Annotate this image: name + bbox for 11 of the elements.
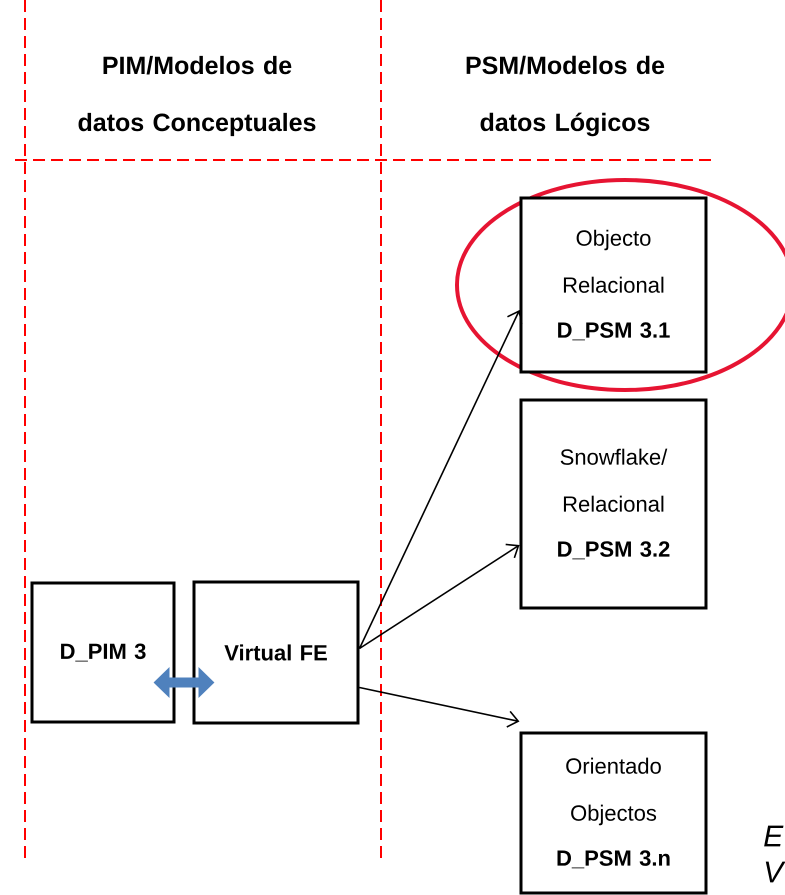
column-heading: PSM/Modelos de datos Lógicos [466,56,664,136]
cut-off-text: E [764,826,784,846]
arrow [359,544,520,650]
process-box: Objecto Relacional D_PSM 3.1 [520,196,708,374]
process-box: Orientado Objectos D_PSM 3.n [520,732,708,894]
process-box: Virtual FE [192,580,360,724]
arrow [359,686,520,728]
process-box: Snowflake/ Relacional D_PSM 3.2 [520,398,708,610]
process-box: D_PIM 3 [30,582,176,724]
arrow [358,310,523,649]
column-heading: PIM/Modelos de datos Conceptuales [78,56,316,136]
